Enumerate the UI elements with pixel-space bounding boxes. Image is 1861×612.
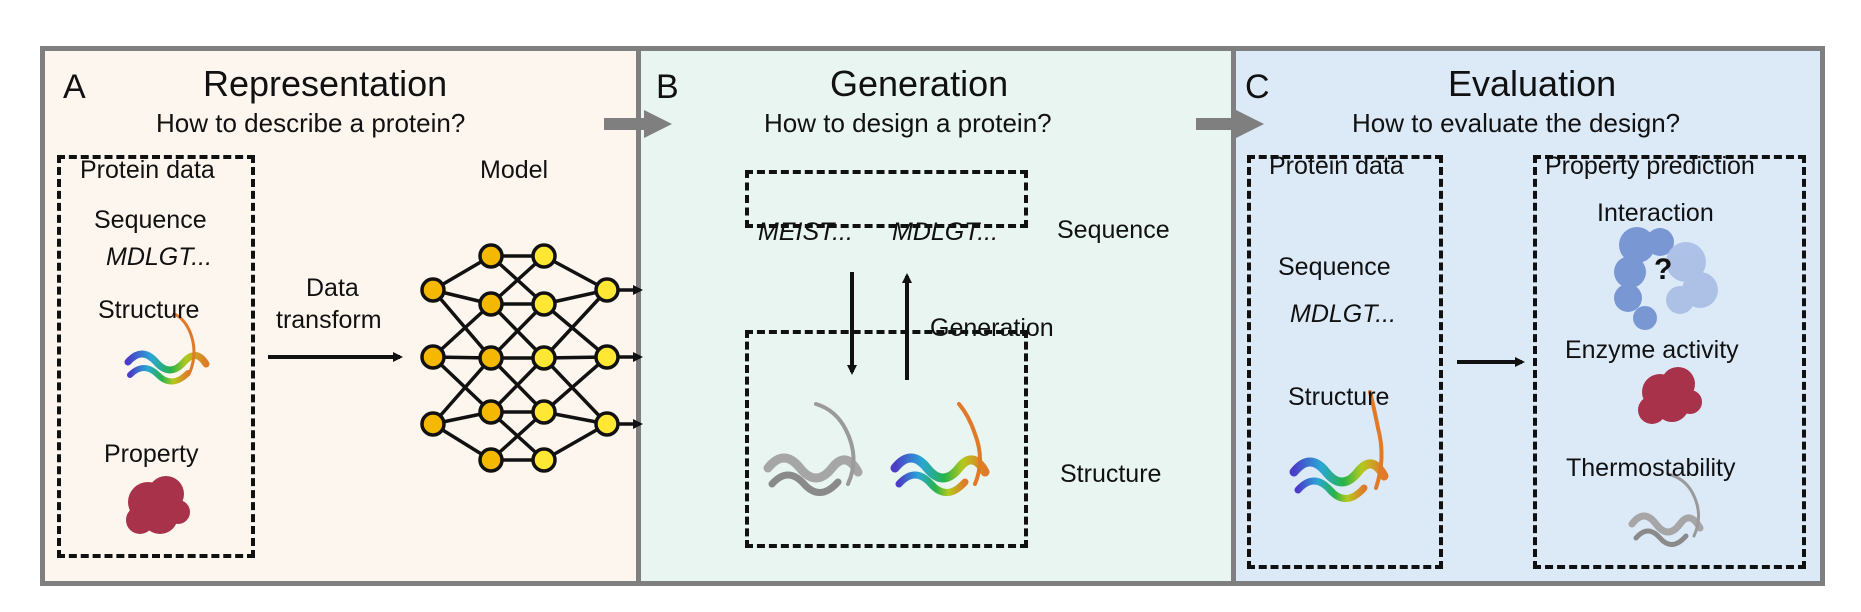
protein-structure-icon-gray — [763, 402, 863, 496]
protein-data-box-a — [57, 155, 255, 558]
transition-arrow-b-to-c — [1196, 110, 1264, 138]
enzyme-blob-icon — [1638, 367, 1702, 424]
structure-box-b — [745, 330, 1028, 548]
data-transform-label-2: transform — [276, 306, 382, 334]
panel-subtitle-b: How to design a protein? — [764, 108, 1052, 138]
panel-generation — [636, 46, 1236, 586]
protein-data-box-c — [1247, 155, 1443, 569]
property-prediction-title: Property prediction — [1545, 152, 1755, 180]
interaction-label: Interaction — [1597, 199, 1714, 227]
transition-arrow-a-to-b — [604, 110, 672, 138]
sequence-box-b — [745, 170, 1028, 228]
panel-title-generation: Generation — [830, 63, 1009, 104]
protein-structure-icon-a — [124, 312, 210, 385]
sequence-value-a: MDLGT... — [106, 243, 213, 271]
interaction-blob-icon — [1614, 227, 1718, 330]
property-label: Property — [104, 440, 199, 468]
sequence-value-c: MDLGT... — [1290, 300, 1397, 328]
protein-data-title-a: Protein data — [80, 156, 215, 184]
model-label: Model — [480, 156, 549, 184]
structure-label-c: Structure — [1288, 383, 1390, 411]
panel-title-evaluation: Evaluation — [1448, 63, 1617, 104]
sequence-label-b: Sequence — [1057, 216, 1170, 244]
thermostability-label: Thermostability — [1566, 454, 1736, 482]
data-transform-label-1: Data — [306, 274, 359, 302]
structure-label-a: Structure — [98, 296, 200, 324]
sequence-value-mdlgt: MDLGT... — [892, 218, 999, 246]
generation-label: Generation — [930, 314, 1054, 342]
property-prediction-box — [1533, 155, 1806, 569]
property-blob-icon — [126, 476, 190, 534]
protein-structure-icon-c — [1289, 390, 1389, 502]
sequence-value-meist: MEIST... — [758, 218, 853, 246]
panel-subtitle-a: How to describe a protein? — [156, 108, 466, 138]
structure-label-b: Structure — [1060, 460, 1162, 488]
protein-data-title-c: Protein data — [1269, 152, 1404, 180]
interaction-question-mark: ? — [1654, 253, 1673, 286]
panel-letter-b: B — [656, 68, 679, 106]
panel-evaluation — [1231, 46, 1825, 586]
neural-network-icon — [420, 243, 643, 473]
sequence-label-a: Sequence — [94, 206, 207, 234]
protein-structure-icon-thermo — [1628, 472, 1704, 547]
panel-title-representation: Representation — [203, 63, 448, 104]
panel-letter-c: C — [1245, 68, 1270, 106]
protein-structure-icon-rainbow — [890, 402, 990, 496]
sequence-label-c: Sequence — [1278, 253, 1391, 281]
enzyme-activity-label: Enzyme activity — [1565, 336, 1739, 364]
panel-letter-a: A — [63, 68, 86, 106]
panel-subtitle-c: How to evaluate the design? — [1352, 108, 1681, 138]
